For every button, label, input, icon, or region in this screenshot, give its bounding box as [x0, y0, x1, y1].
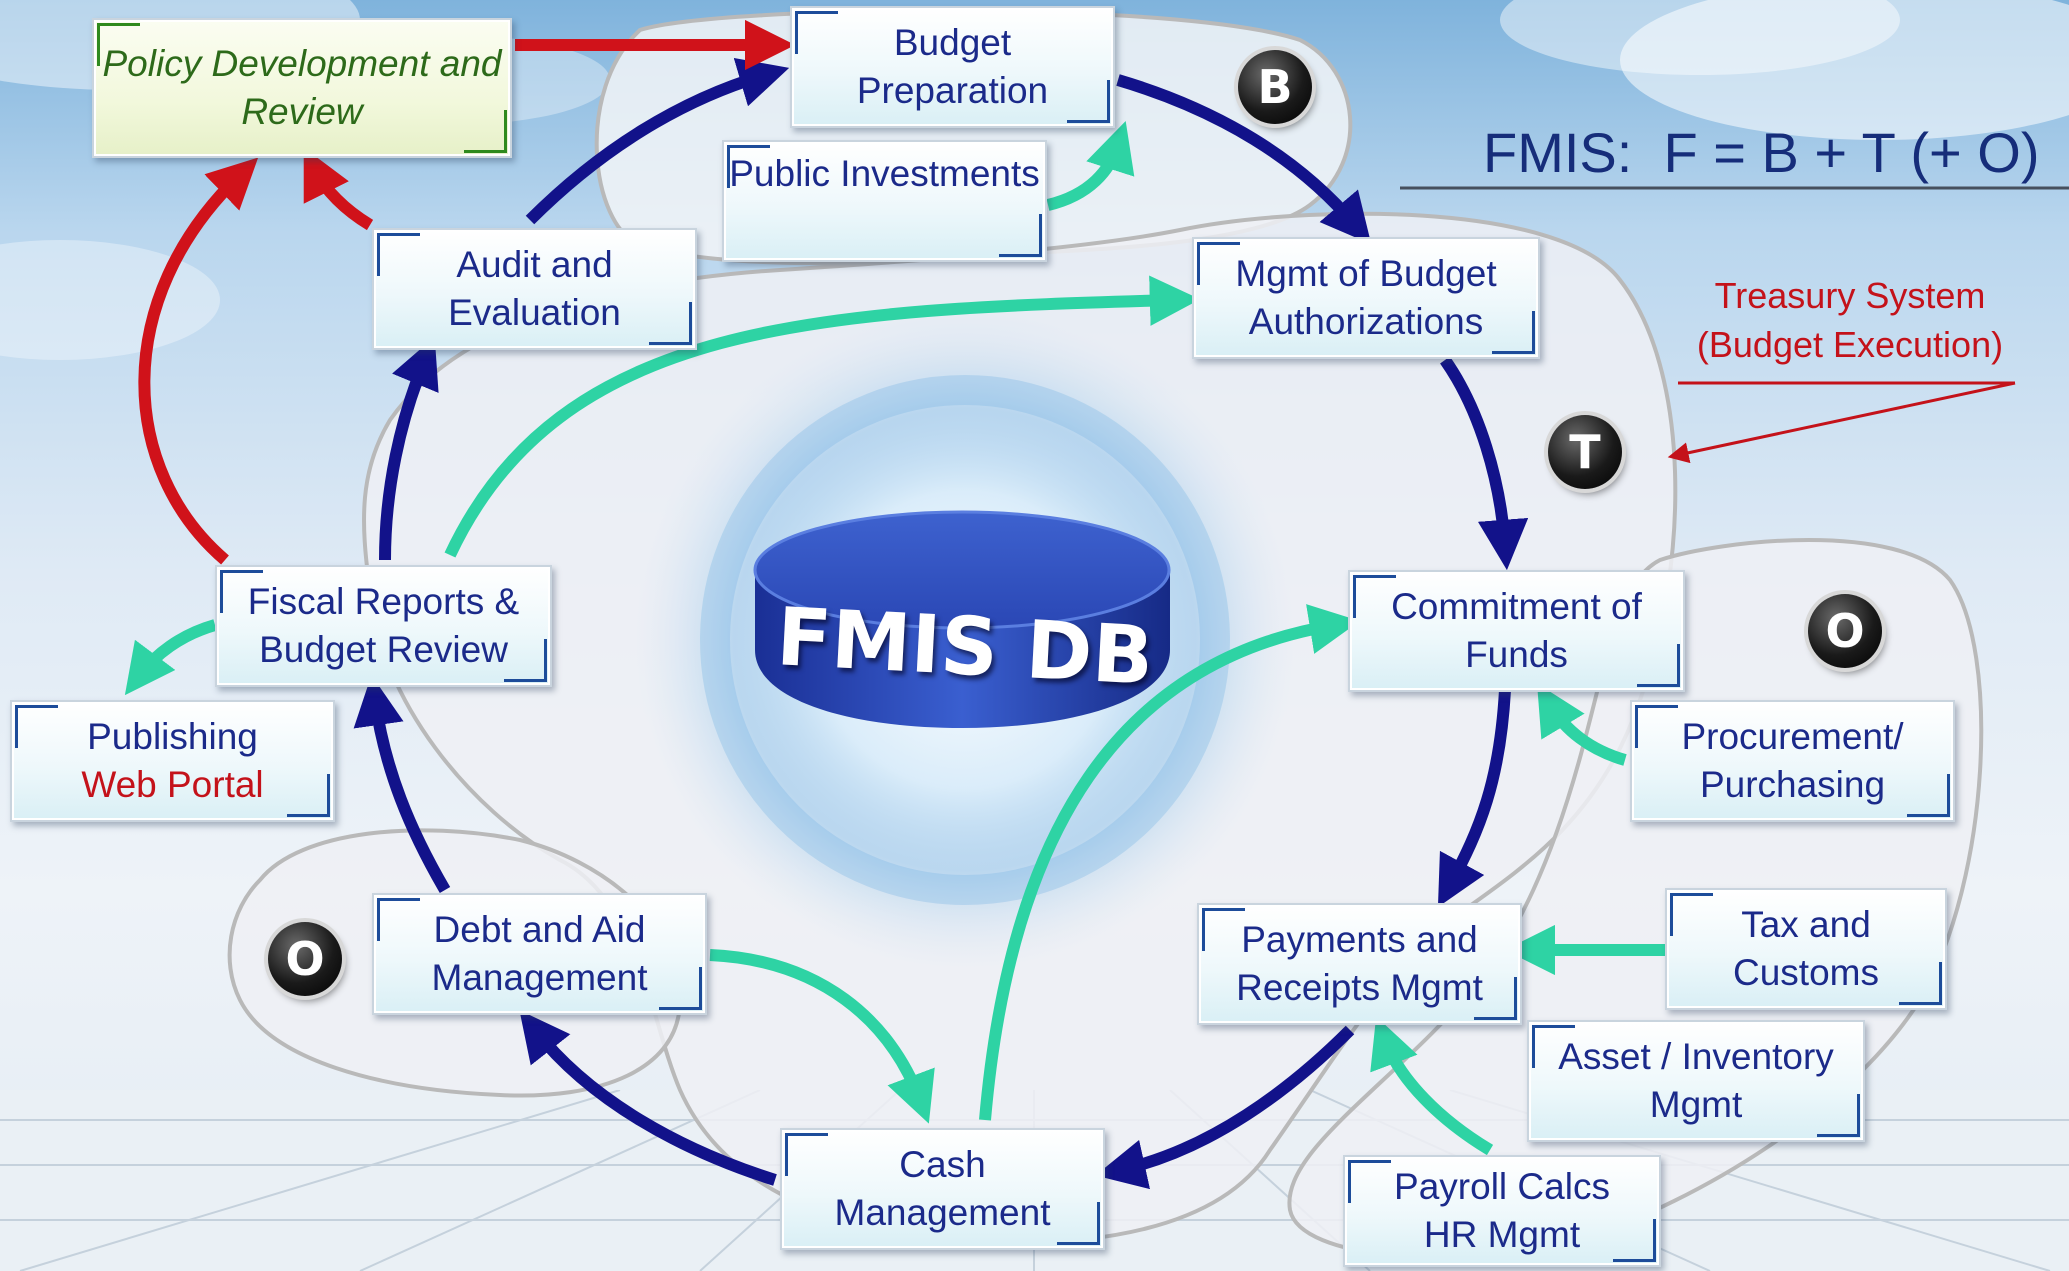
node-audit-line2: Evaluation: [448, 292, 621, 333]
database-glow-ring: [700, 375, 1230, 905]
arrow-public-investments-to-budget: [1046, 121, 1135, 211]
arrow-fiscal-to-publishing: [124, 619, 217, 696]
node-fiscal-line1: Fiscal Reports &: [247, 580, 520, 622]
node-debt-aid-management[interactable]: Debt and Aid Management: [372, 893, 707, 1015]
node-publishing-web-portal[interactable]: Publishing Web Portal: [10, 700, 335, 822]
arrow-procurement-to-commitment: [1537, 683, 1627, 766]
node-commitment-line2: Funds: [1465, 634, 1568, 675]
arrow-audit-to-budget: [525, 57, 790, 225]
node-tax-line1: Tax and: [1741, 903, 1871, 945]
node-payments-receipts[interactable]: Payments and Receipts Mgmt: [1197, 903, 1522, 1025]
node-fiscal-line2: Budget Review: [259, 629, 508, 670]
treasury-pointer-line: [1667, 381, 2016, 464]
node-policy-line1: Policy Development and: [102, 42, 502, 84]
node-payroll-line1: Payroll Calcs: [1394, 1165, 1610, 1207]
node-procurement-line1: Procurement/: [1681, 715, 1904, 757]
node-debt-line2: Management: [431, 957, 648, 998]
treasury-note: Treasury System (Budget Execution): [1660, 272, 2040, 369]
database-cylinder-top: [753, 510, 1171, 630]
treasury-note-subtitle: (Budget Execution): [1696, 323, 2004, 365]
treasury-badge-icon: T: [1548, 415, 1622, 489]
arrow-debt-to-cash: [709, 949, 935, 1124]
arrow-audit-to-policy: [303, 147, 374, 231]
node-authorizations-line1: Mgmt of Budget: [1235, 252, 1497, 294]
node-cash-line1: Cash: [899, 1143, 986, 1185]
node-cash-line2: Management: [834, 1192, 1051, 1233]
arrow-budget-to-authorizations: [1116, 74, 1372, 245]
arrow-fiscal-to-policy: [138, 157, 259, 565]
node-debt-line1: Debt and Aid: [433, 908, 646, 950]
arrow-debt-to-fiscal: [353, 675, 451, 894]
budget-badge-icon: B: [1238, 50, 1312, 124]
node-cash-management[interactable]: Cash Management: [780, 1128, 1105, 1250]
node-payroll-hr[interactable]: Payroll Calcs HR Mgmt: [1343, 1155, 1661, 1267]
node-tax-customs[interactable]: Tax and Customs: [1665, 888, 1947, 1010]
arrow-fiscal-to-audit: [379, 336, 439, 561]
node-publishing-line1: Publishing: [87, 715, 258, 757]
node-public-investments[interactable]: Public Investments: [722, 140, 1047, 262]
node-mgmt-budget-authorizations[interactable]: Mgmt of Budget Authorizations: [1192, 237, 1540, 359]
node-publishing-line2: Web Portal: [81, 764, 264, 805]
arrow-cash-to-commitment: [979, 604, 1360, 1121]
arrow-fiscal-to-authorizations: [444, 275, 1201, 558]
node-fiscal-reports[interactable]: Fiscal Reports & Budget Review: [215, 565, 552, 687]
node-audit-evaluation[interactable]: Audit and Evaluation: [372, 228, 697, 350]
node-tax-line2: Customs: [1733, 952, 1879, 993]
node-commitment-line1: Commitment of: [1391, 585, 1642, 627]
node-budget-prep-line1: Budget: [893, 21, 1012, 63]
node-procurement-purchasing[interactable]: Procurement/ Purchasing: [1630, 700, 1955, 822]
node-payments-line2: Receipts Mgmt: [1236, 967, 1483, 1008]
other-right-badge-icon: O: [1808, 594, 1882, 668]
node-payroll-line2: HR Mgmt: [1423, 1214, 1581, 1255]
node-public-investments-line1: Public Investments: [729, 153, 1040, 194]
node-asset-line1: Asset / Inventory: [1558, 1035, 1834, 1077]
other-left-badge-icon: O: [268, 922, 342, 996]
fmis-formula: FMIS: F = B + T (+ O): [1483, 121, 2040, 184]
node-asset-inventory[interactable]: Asset / Inventory Mgmt: [1527, 1020, 1865, 1142]
node-policy-development[interactable]: Policy Development and Review: [92, 18, 512, 158]
arrow-cash-to-debt: [519, 1010, 777, 1186]
node-commitment-of-funds[interactable]: Commitment of Funds: [1348, 570, 1685, 692]
node-budget-preparation[interactable]: Budget Preparation: [790, 6, 1115, 128]
node-audit-line1: Audit and: [456, 243, 613, 285]
arrow-payments-to-cash: [1095, 1025, 1355, 1190]
treasury-note-title: Treasury System: [1714, 275, 1986, 316]
node-authorizations-line2: Authorizations: [1248, 301, 1484, 342]
node-asset-line2: Mgmt: [1649, 1084, 1743, 1125]
node-budget-prep-line2: Preparation: [856, 70, 1049, 111]
arrow-payroll-to-payments: [1370, 1016, 1494, 1156]
node-policy-line2: Review: [241, 91, 363, 132]
arrow-commitment-to-payments: [1437, 689, 1511, 908]
node-procurement-line2: Purchasing: [1699, 764, 1886, 805]
node-payments-line1: Payments and: [1241, 918, 1478, 960]
arrow-authorizations-to-commitment: [1440, 356, 1529, 571]
